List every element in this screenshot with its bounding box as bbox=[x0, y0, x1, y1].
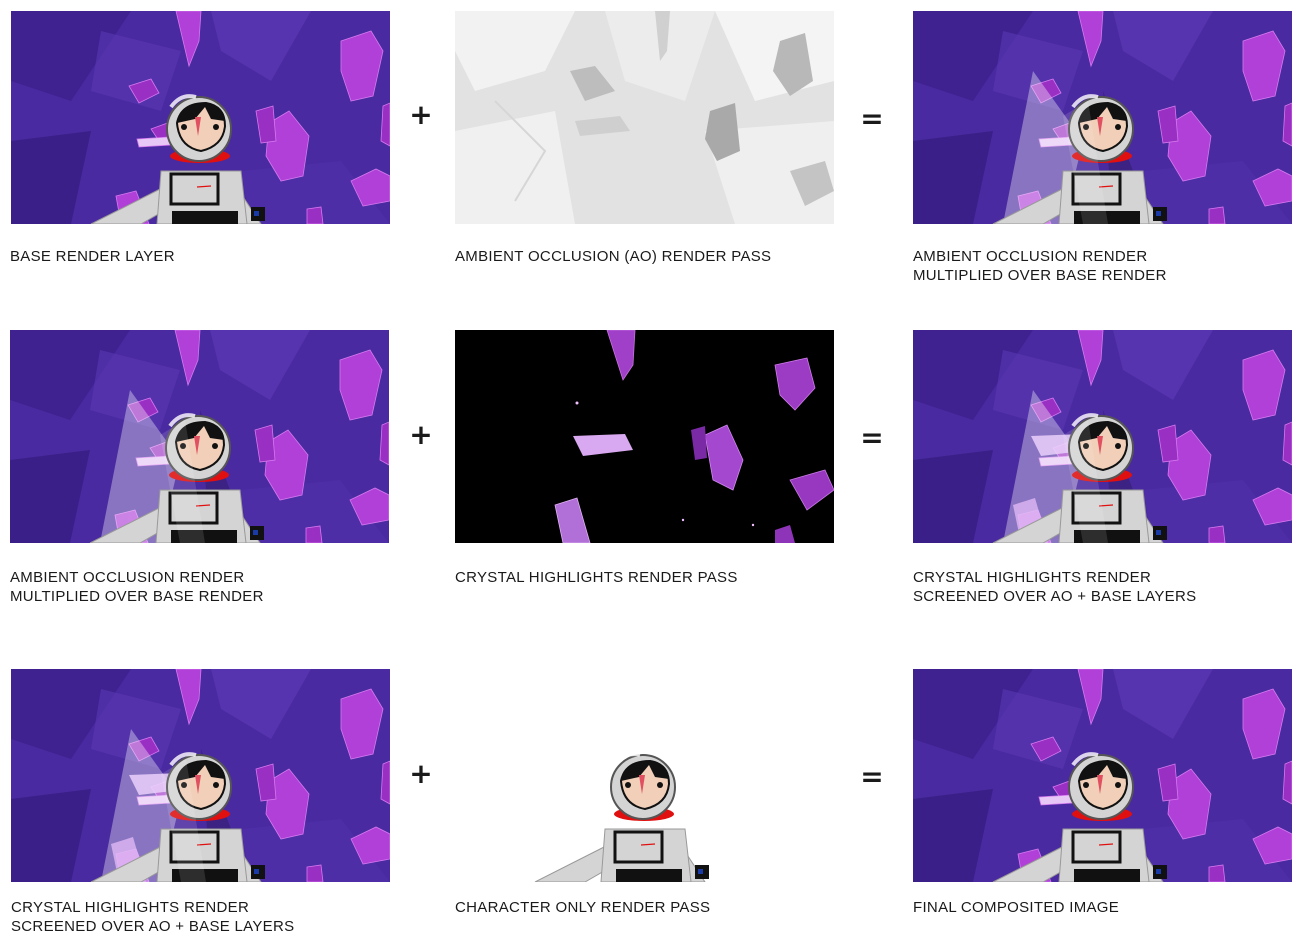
caption-highlights-screened-row3: CRYSTAL HIGHLIGHTS RENDER SCREENED OVER … bbox=[11, 899, 295, 935]
final-composited-image bbox=[913, 669, 1292, 882]
render-illustration bbox=[11, 11, 390, 224]
highlights-screened-image-row3 bbox=[11, 669, 390, 882]
equals-sign: = bbox=[860, 421, 884, 454]
plus-sign: + bbox=[409, 757, 433, 790]
caption-character-only-pass: CHARACTER ONLY RENDER PASS bbox=[455, 899, 711, 916]
caption-ao-multiplied-row2: AMBIENT OCCLUSION RENDER MULTIPLIED OVER… bbox=[10, 569, 264, 605]
ao-multiplied-image bbox=[913, 11, 1292, 224]
caption-ao-multiplied: AMBIENT OCCLUSION RENDER MULTIPLIED OVER… bbox=[913, 248, 1167, 284]
ao-render-pass-image bbox=[455, 11, 834, 224]
equals-sign: = bbox=[860, 102, 884, 135]
render-illustration bbox=[455, 11, 834, 224]
render-illustration bbox=[455, 330, 834, 543]
caption-base-render-layer: BASE RENDER LAYER bbox=[10, 248, 175, 265]
caption-highlights-screened: CRYSTAL HIGHLIGHTS RENDER SCREENED OVER … bbox=[913, 569, 1197, 605]
render-illustration bbox=[455, 669, 834, 882]
caption-final-composited: FINAL COMPOSITED IMAGE bbox=[913, 899, 1120, 916]
character-only-pass-image bbox=[455, 669, 834, 882]
plus-sign: + bbox=[409, 98, 433, 131]
caption-ao-render-pass: AMBIENT OCCLUSION (AO) RENDER PASS bbox=[455, 248, 772, 265]
base-render-layer-image bbox=[11, 11, 390, 224]
plus-sign: + bbox=[409, 418, 433, 451]
ao-multiplied-image-row2 bbox=[10, 330, 389, 543]
equals-sign: = bbox=[860, 760, 884, 793]
render-illustration bbox=[913, 11, 1292, 224]
render-illustration bbox=[913, 330, 1292, 543]
highlights-screened-image bbox=[913, 330, 1292, 543]
render-illustration bbox=[10, 330, 389, 543]
caption-crystal-highlights-pass: CRYSTAL HIGHLIGHTS RENDER PASS bbox=[455, 569, 738, 586]
render-illustration bbox=[11, 669, 390, 882]
render-illustration bbox=[913, 669, 1292, 882]
crystal-highlights-pass-image bbox=[455, 330, 834, 543]
